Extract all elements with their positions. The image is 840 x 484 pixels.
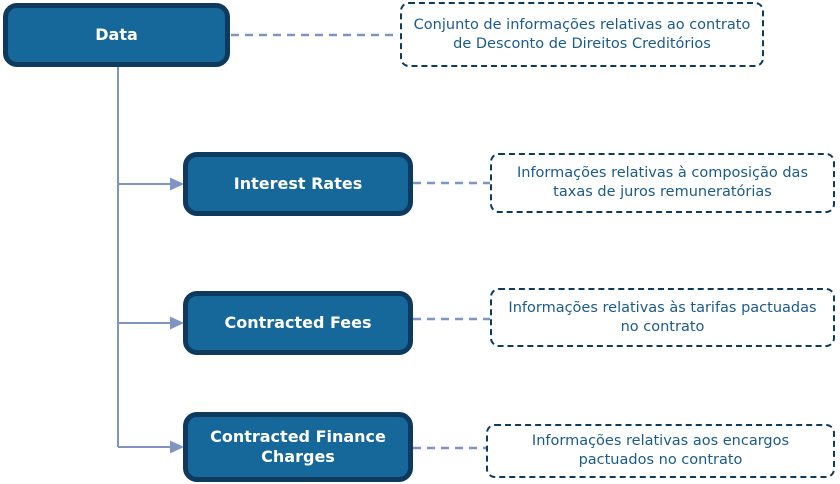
node-contracted-finance-charges: Contracted Finance Charges (183, 412, 413, 482)
description-data: Conjunto de informações relativas ao con… (400, 2, 764, 67)
description-interest-rates: Informações relativas à composição das t… (490, 153, 835, 213)
arrowhead-icon (170, 316, 184, 330)
arrowhead-icon (170, 440, 184, 454)
node-interest-rates: Interest Rates (183, 152, 413, 216)
description-contracted-fees: Informações relativas às tarifas pactuad… (490, 288, 835, 347)
node-contracted-fees: Contracted Fees (183, 291, 413, 355)
node-data: Data (3, 3, 230, 67)
description-contracted-finance-charges: Informações relativas aos encargos pactu… (486, 424, 835, 478)
arrowhead-icon (170, 177, 184, 191)
